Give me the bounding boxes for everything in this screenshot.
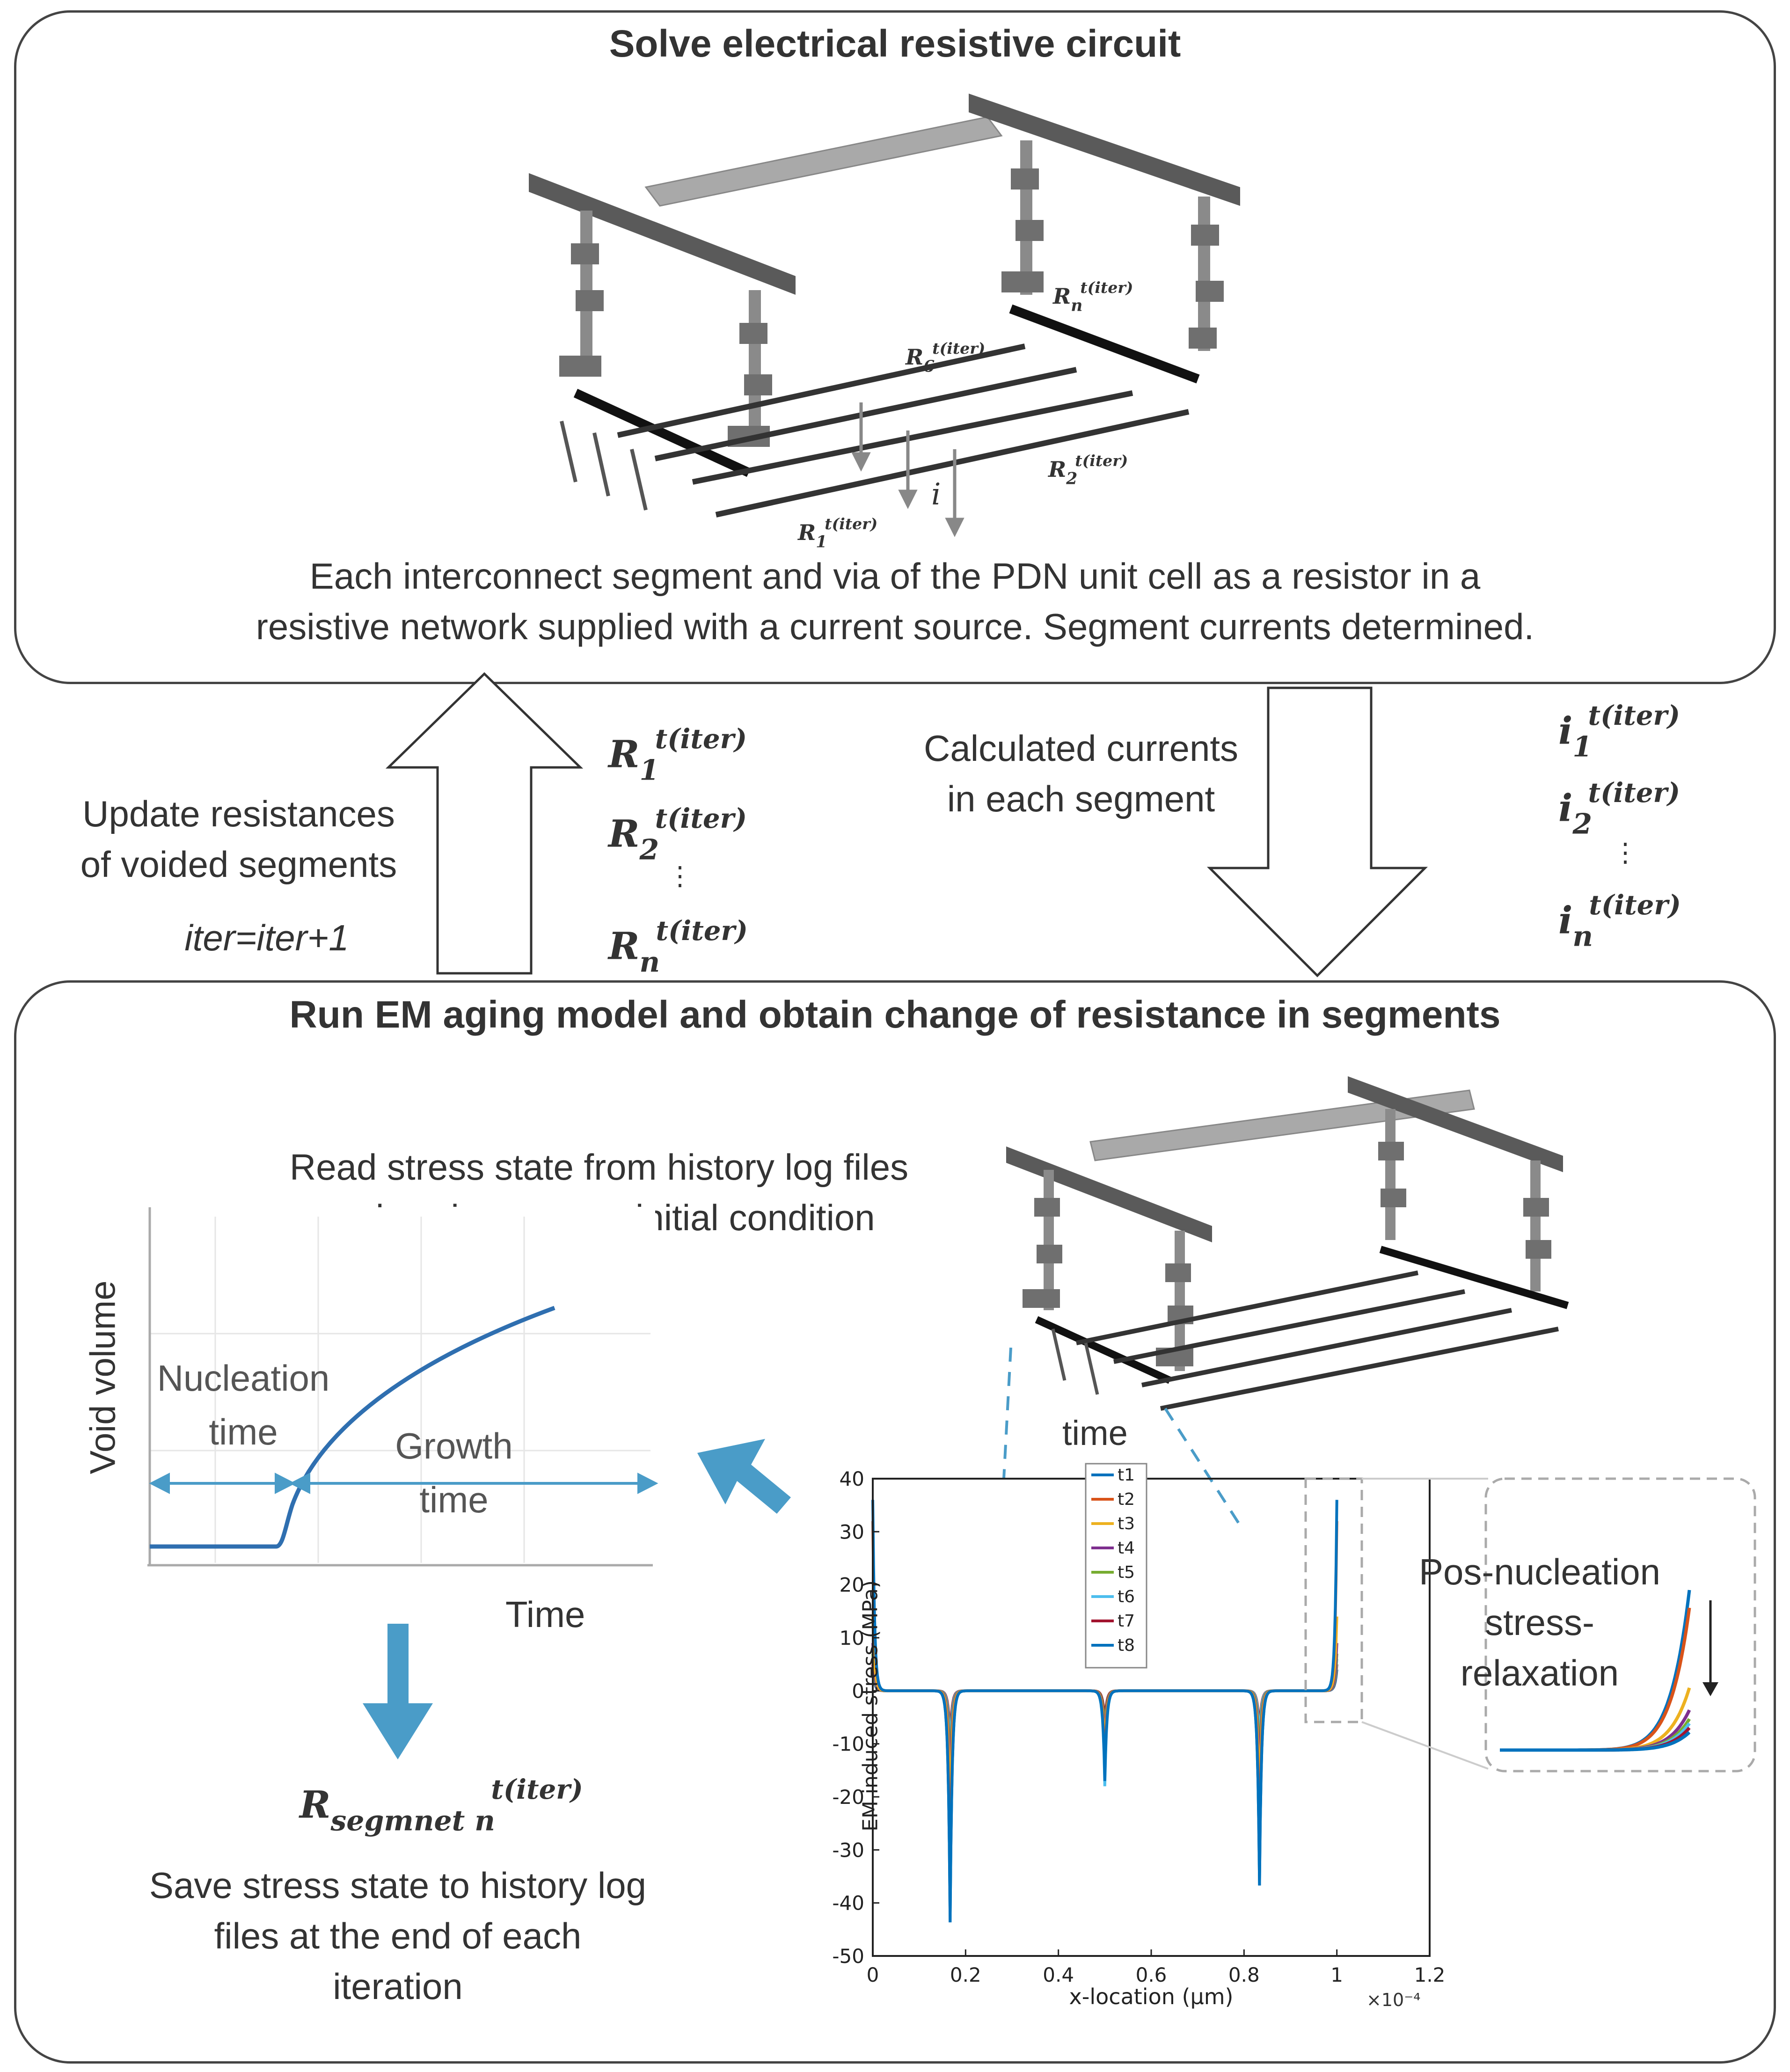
y-tick-label: -40 <box>832 1892 864 1915</box>
x-tick-label: 0 <box>867 1963 879 1986</box>
legend-label-t2: t2 <box>1118 1490 1135 1509</box>
read-line1: Read stress state from history log files <box>289 1146 909 1188</box>
update-line2: of voided segments <box>80 844 397 885</box>
label-current-i: i <box>931 477 941 512</box>
update-line1: Update resistances <box>82 793 395 834</box>
em-x-exponent: ×10⁻⁴ <box>1366 1990 1421 2010</box>
r-list-1: R1t(iter) <box>608 723 747 787</box>
label-r1-top: R1t(iter) <box>798 515 878 552</box>
r-segment-label: Rsegmnet nt(iter) <box>300 1773 583 1838</box>
legend-label-t4: t4 <box>1118 1539 1135 1558</box>
pos-line3: relaxation <box>1460 1652 1619 1693</box>
calc-line2: in each segment <box>947 778 1215 819</box>
y-tick-label: -10 <box>832 1733 864 1756</box>
pos-line2: stress- <box>1485 1602 1594 1643</box>
void-xlabel: Time <box>505 1594 585 1635</box>
top-panel-title: Solve electrical resistive circuit <box>609 22 1181 65</box>
legend-label-t8: t8 <box>1118 1636 1135 1655</box>
nucleation-line2: time <box>209 1411 278 1452</box>
legend-label-t3: t3 <box>1118 1514 1135 1533</box>
em-xlabel: x-location (μm) <box>1069 1984 1234 2009</box>
nucleation-line1: Nucleation <box>157 1357 330 1399</box>
top-caption-line2: resistive network supplied with a curren… <box>256 606 1534 647</box>
x-tick-label: 0.2 <box>950 1963 981 1986</box>
bottom-panel-title: Run EM aging model and obtain change of … <box>289 993 1501 1036</box>
growth-line2: time <box>419 1479 489 1520</box>
label-rn-top: Rnt(iter) <box>1053 278 1133 315</box>
top-panel: Solve electrical resistive circuit Each … <box>14 10 1776 684</box>
label-r6-top: R6t(iter) <box>906 339 986 376</box>
pos-line1: Pos-nucleation <box>1419 1551 1660 1592</box>
i-list-n: int(iter) <box>1558 889 1681 953</box>
save-line3: iteration <box>333 1966 463 2007</box>
label-r2-top: R2t(iter) <box>1048 452 1128 489</box>
y-tick-label: -30 <box>832 1839 864 1861</box>
calc-line1: Calculated currents <box>924 728 1238 769</box>
i-list-1: i1t(iter) <box>1558 700 1680 764</box>
down-blue-arrow-icon <box>363 1624 433 1759</box>
em-plot-frame <box>872 1478 1431 1957</box>
save-line1: Save stress state to history log <box>149 1865 647 1906</box>
em-ylabel: EM induced stress (MPa) <box>858 1580 883 1831</box>
legend-label-t1: t1 <box>1118 1466 1135 1485</box>
legend-label-t7: t7 <box>1118 1612 1135 1631</box>
growth-line1: Growth <box>395 1425 513 1466</box>
x-tick-label: 1.2 <box>1414 1963 1446 1986</box>
y-tick-label: -20 <box>832 1786 864 1809</box>
y-tick-label: 0 <box>852 1679 864 1702</box>
down-arrow-icon <box>1206 686 1428 978</box>
y-tick-label: 10 <box>840 1627 864 1649</box>
x-tick-label: 1 <box>1330 1963 1343 1986</box>
top-caption-line1: Each interconnect segment and via of the… <box>309 555 1481 597</box>
y-tick-label: 40 <box>840 1467 864 1490</box>
r-list-ellipsis: ⋮ <box>667 861 693 891</box>
zoom-curve-t8 <box>1500 1731 1691 1752</box>
series-line-t1 <box>871 1500 1338 1923</box>
x-tick-label: 0.8 <box>1228 1963 1260 1986</box>
r-list-2: R2t(iter) <box>608 803 747 867</box>
time-label: time <box>1062 1414 1128 1452</box>
save-line2: files at the end of each <box>214 1915 582 1956</box>
legend-label-t6: t6 <box>1118 1587 1135 1606</box>
y-tick-label: -50 <box>832 1945 864 1968</box>
i-list-2: i2t(iter) <box>1558 777 1680 841</box>
legend-box <box>1085 1463 1147 1669</box>
y-tick-label: 20 <box>840 1574 864 1597</box>
up-arrow-icon <box>385 672 584 975</box>
iter-equation: iter=iter+1 <box>184 917 349 958</box>
x-tick-label: 0.6 <box>1136 1963 1167 1986</box>
i-list-ellipsis: ⋮ <box>1612 838 1638 868</box>
x-tick-label: 0.4 <box>1043 1963 1074 1986</box>
legend-label-t5: t5 <box>1118 1563 1135 1582</box>
y-tick-label: 30 <box>840 1520 864 1543</box>
left-arrow-icon <box>697 1439 791 1514</box>
r-list-n: Rnt(iter) <box>608 915 748 979</box>
